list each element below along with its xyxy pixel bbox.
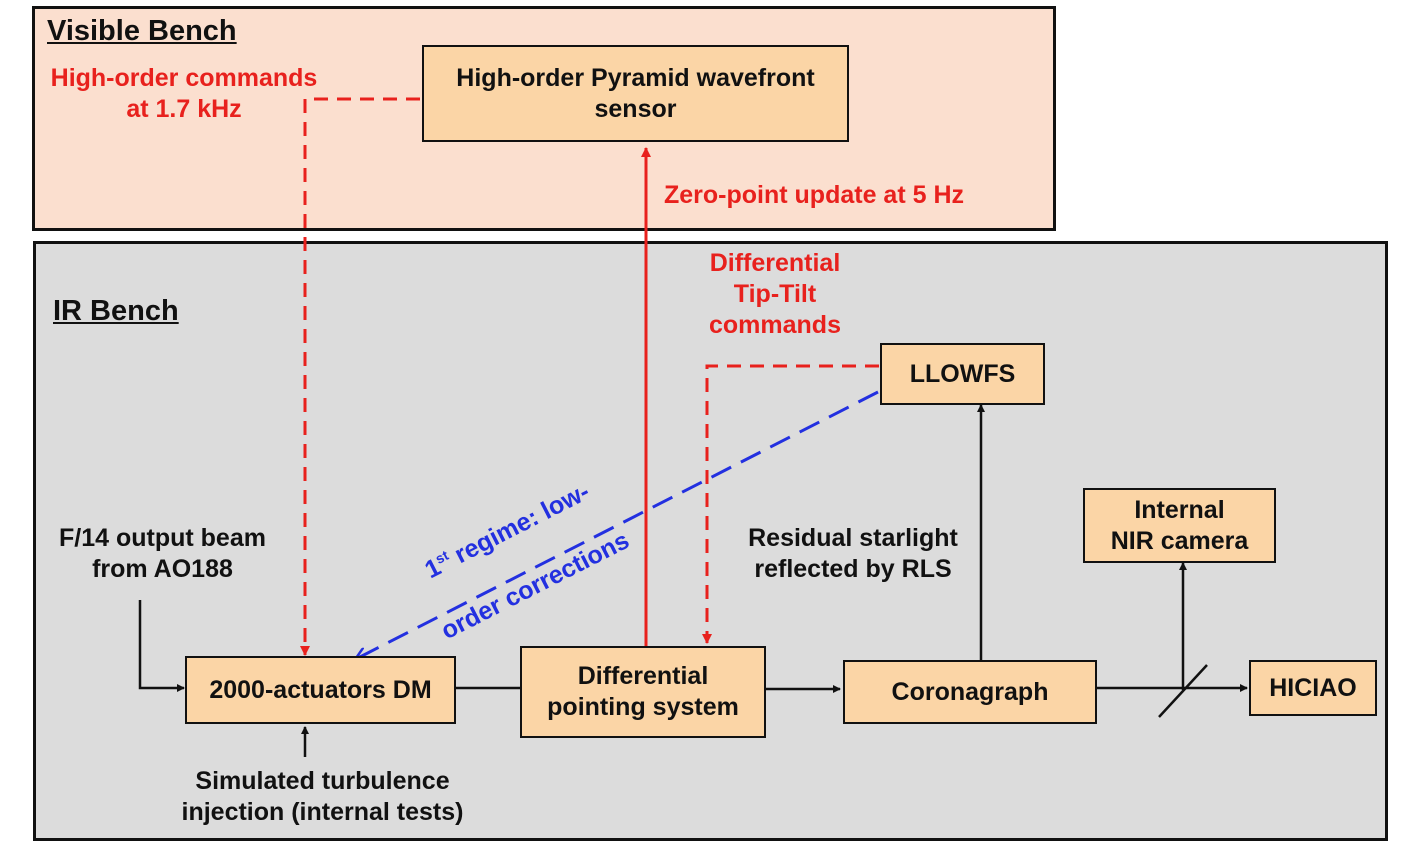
llowfs-box: LLOWFS (880, 343, 1045, 405)
residual-starlight-label: Residual starlight reflected by RLS (748, 524, 958, 583)
pyramid-wfs-box: High-order Pyramid wavefront sensor (422, 45, 849, 142)
zero-point-update-label: Zero-point update at 5 Hz (664, 181, 964, 209)
input-beam-arrow (138, 600, 185, 692)
tip-tilt-commands-label: Differential Tip-Tilt commands (709, 249, 841, 339)
beamsplitter (1158, 664, 1208, 718)
differential-pointing-box: Differential pointing system (520, 646, 766, 738)
nir-camera-box: Internal NIR camera (1083, 488, 1276, 563)
coronagraph-box: Coronagraph (843, 660, 1097, 724)
high-order-commands-path (300, 97, 420, 656)
tip-tilt-commands-path (702, 364, 879, 644)
input-beam-label: F/14 output beam from AO188 (59, 524, 266, 583)
deformable-mirror-box: 2000-actuators DM (185, 656, 456, 724)
ir-bench-title: IR Bench (53, 295, 179, 327)
high-order-commands-label: High-order commands at 1.7 kHz (50, 64, 318, 123)
hiciao-box: HICIAO (1249, 660, 1377, 716)
turbulence-injection-label: Simulated turbulence injection (internal… (181, 767, 464, 826)
visible-bench-title: Visible Bench (47, 15, 237, 47)
